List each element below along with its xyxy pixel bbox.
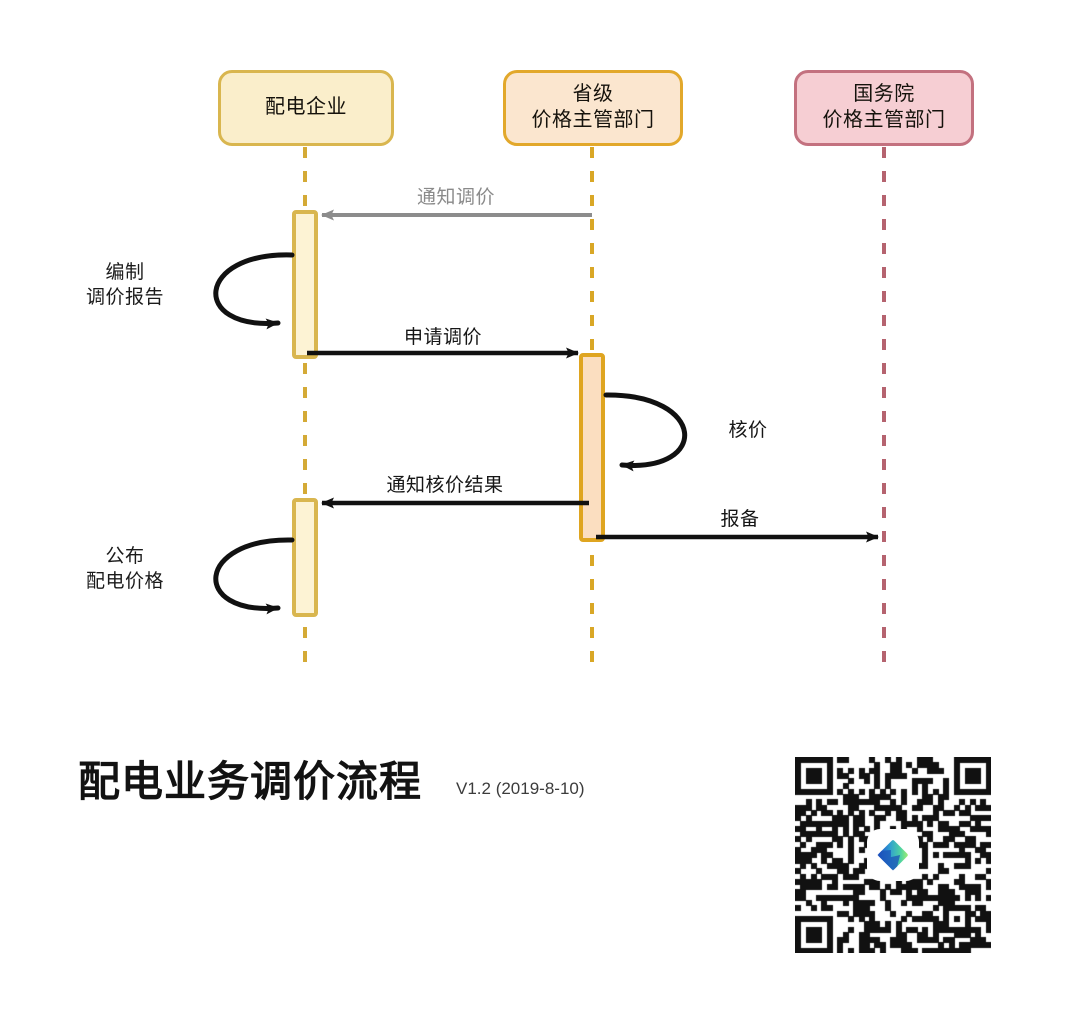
self-call-label-prepare-report: 编制 调价报告: [85, 262, 164, 308]
activation-bar-group: [292, 210, 605, 617]
message-label-apply-price-adjustment: 申请调价: [403, 327, 482, 348]
actor-label-state-council-price-authority: 国务院 价格主管部门: [822, 83, 946, 131]
activation-bar-provincial: [579, 353, 605, 542]
wechat-qr-code[interactable]: [795, 757, 991, 953]
page-title: 配电业务调价流程: [78, 758, 423, 805]
actor-label-provincial-price-authority: 省级 价格主管部门: [531, 83, 655, 131]
self-call-group: [213, 252, 688, 615]
activation-bar-enterprise-top: [292, 210, 318, 359]
actor-box-state-council-price-authority[interactable]: 国务院 价格主管部门: [794, 70, 974, 146]
self-call-label-review-price: 核价: [728, 420, 768, 441]
message-label-notify-review-result: 通知核价结果: [386, 475, 504, 496]
message-arrow-group: [307, 209, 879, 543]
actor-box-provincial-price-authority[interactable]: 省级 价格主管部门: [503, 70, 683, 146]
self-call-loop-review-price: [603, 392, 688, 472]
diamond-mountain-logo-icon: [877, 840, 908, 871]
activation-bar-enterprise-bottom: [292, 498, 318, 617]
qr-center-logo: [870, 832, 916, 878]
self-call-loop-prepare-report: [213, 252, 295, 330]
message-label-notify-price-adjustment: 通知调价: [416, 187, 495, 208]
actor-label-distribution-enterprise: 配电企业: [265, 96, 347, 119]
self-call-loop-publish-price: [213, 537, 295, 615]
version-label: V1.2 (2019-8-10): [456, 779, 585, 798]
message-label-file-for-record: 报备: [720, 509, 760, 530]
self-call-label-publish-price: 公布 配电价格: [85, 546, 164, 592]
actor-box-distribution-enterprise[interactable]: 配电企业: [218, 70, 394, 146]
